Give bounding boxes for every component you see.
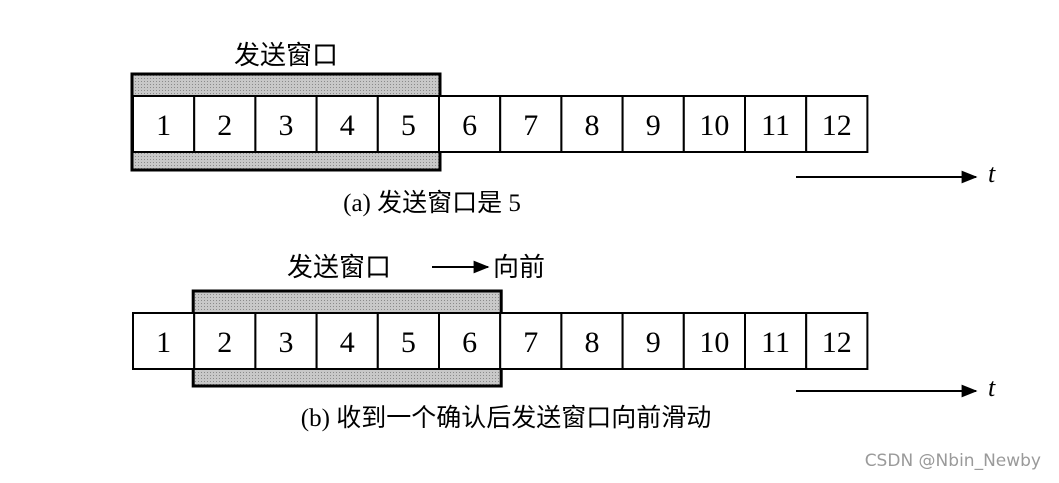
sequence-number: 7	[523, 326, 538, 359]
sequence-cell	[438, 312, 502, 370]
sequence-cell	[132, 95, 196, 153]
sequence-cell	[254, 312, 318, 370]
sequence-number: 3	[279, 109, 294, 142]
sequence-cell	[560, 312, 624, 370]
sequence-number: 1	[156, 326, 171, 359]
sequence-cell	[438, 95, 502, 153]
sequence-number: 11	[761, 326, 790, 359]
sequence-cell	[132, 312, 196, 370]
panel-b-caption: (b) 收到一个确认后发送窗口向前滑动	[301, 404, 711, 432]
sequence-number: 1	[156, 109, 171, 142]
sequence-number: 8	[585, 109, 600, 142]
panel-a-caption: (a) 发送窗口是 5	[343, 189, 521, 217]
sequence-cell	[193, 95, 257, 153]
sequence-number: 5	[401, 109, 416, 142]
sequence-number: 7	[523, 109, 538, 142]
sequence-number: 2	[217, 109, 232, 142]
sequence-number: 9	[646, 326, 661, 359]
sequence-cell	[805, 95, 869, 153]
sequence-number: 12	[822, 326, 852, 359]
sequence-number: 11	[761, 109, 790, 142]
panel-b-window-label: 发送窗口	[287, 253, 391, 283]
sequence-cell	[682, 312, 746, 370]
panel-a-time-label: t	[988, 159, 996, 188]
sequence-number: 5	[401, 326, 416, 359]
panel-b-forward-label: 向前	[493, 253, 545, 283]
watermark: CSDN @Nbin_Newby	[864, 451, 1041, 471]
sequence-number: 2	[217, 326, 232, 359]
sequence-number: 10	[699, 109, 729, 142]
sequence-cell	[315, 95, 379, 153]
panel-a-window-label: 发送窗口	[234, 41, 338, 71]
sequence-cell	[560, 95, 624, 153]
sequence-number: 4	[340, 326, 355, 359]
sequence-cell	[744, 95, 808, 153]
sequence-number: 6	[462, 109, 477, 142]
sequence-cell	[499, 312, 563, 370]
sequence-number: 6	[462, 326, 477, 359]
sequence-number: 12	[822, 109, 852, 142]
panel-b-time-label: t	[988, 373, 996, 402]
sequence-number: 4	[340, 109, 355, 142]
sequence-cell	[499, 95, 563, 153]
sequence-number: 3	[279, 326, 294, 359]
sequence-number: 8	[585, 326, 600, 359]
sequence-cell	[193, 312, 257, 370]
sequence-cell	[376, 95, 440, 153]
sequence-cell	[621, 312, 685, 370]
sequence-cell	[805, 312, 869, 370]
sequence-number: 10	[699, 326, 729, 359]
sequence-number: 9	[646, 109, 661, 142]
sequence-cell	[621, 95, 685, 153]
